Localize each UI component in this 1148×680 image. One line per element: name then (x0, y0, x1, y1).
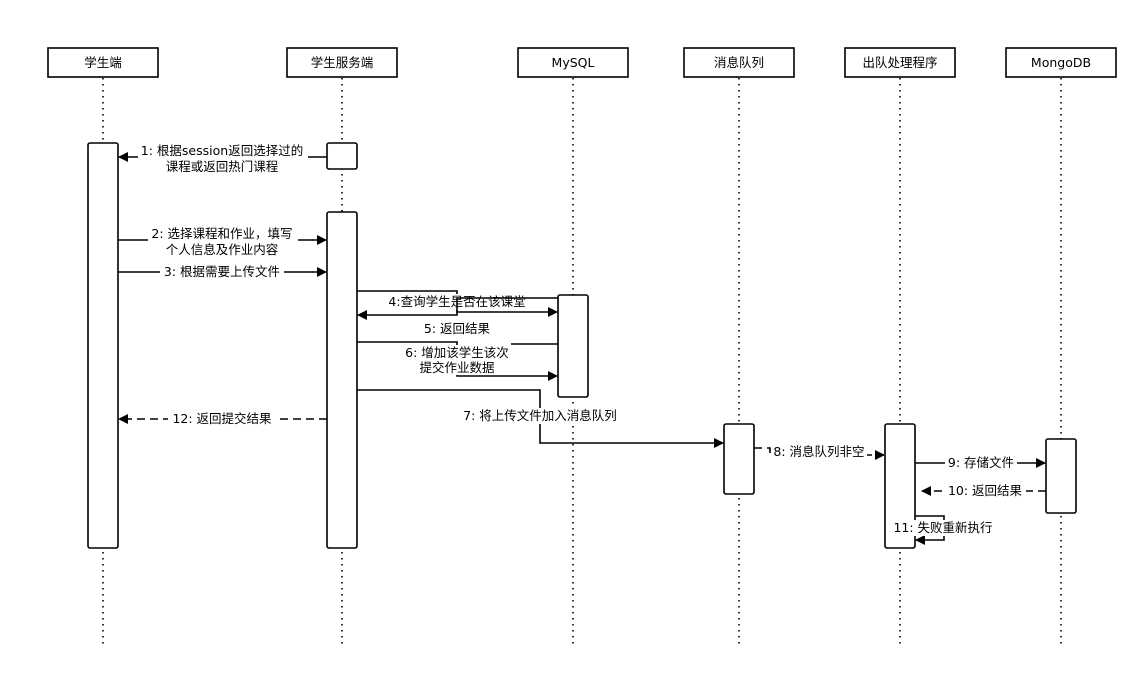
participant-label: MongoDB (1031, 55, 1091, 70)
message-9-label: 9: 存储文件 (948, 455, 1014, 470)
activation-student-service-1 (326, 142, 358, 170)
activation-student-client (87, 142, 119, 549)
message-7-label: 7: 将上传文件加入消息队列 (463, 408, 617, 423)
message-1-label-line2: 课程或返回热门课程 (166, 159, 279, 174)
message-6: 6: 增加该学生该次 提交作业数据 (357, 341, 558, 381)
message-5-label: 5: 返回结果 (424, 321, 491, 336)
participant-student-client: 学生端 (47, 47, 159, 78)
message-12: 12: 返回提交结果 (118, 411, 327, 427)
message-8: 8: 消息队列非空 (754, 444, 885, 460)
message-1: 1: 根据session返回选择过的 课程或返回热门课程 (118, 143, 327, 175)
message-3-label: 3: 根据需要上传文件 (164, 264, 280, 279)
activation-mongodb (1045, 438, 1077, 514)
message-12-label: 12: 返回提交结果 (172, 411, 272, 426)
message-6-label-line2: 提交作业数据 (419, 360, 494, 375)
participant-label: 学生端 (84, 55, 122, 70)
message-2: 2: 选择课程和作业，填写 个人信息及作业内容 (118, 226, 327, 258)
participant-student-service: 学生服务端 (286, 47, 398, 78)
participant-mongodb: MongoDB (1005, 47, 1117, 78)
message-9: 9: 存储文件 (915, 455, 1046, 471)
participant-dequeue-handler: 出队处理程序 (844, 47, 956, 78)
message-7: 7: 将上传文件加入消息队列 (357, 389, 724, 448)
message-5: 5: 返回结果 (357, 297, 558, 337)
message-1-label-line1: 1: 根据session返回选择过的 (141, 143, 303, 158)
participant-label: 出队处理程序 (862, 55, 937, 70)
message-2-label-line1: 2: 选择课程和作业，填写 (151, 226, 292, 241)
message-11: 11: 失败重新执行 (892, 515, 994, 545)
activation-mysql (557, 294, 589, 398)
participant-label: MySQL (552, 55, 595, 70)
message-11-label: 11: 失败重新执行 (893, 520, 992, 535)
participant-message-queue: 消息队列 (683, 47, 795, 78)
activation-message-queue (723, 423, 755, 495)
participant-mysql: MySQL (517, 47, 629, 78)
message-3: 3: 根据需要上传文件 (118, 264, 327, 280)
message-2-label-line2: 个人信息及作业内容 (166, 242, 279, 257)
activation-student-service-2 (326, 211, 358, 549)
participant-label: 消息队列 (714, 55, 764, 70)
message-10: 10: 返回结果 (921, 483, 1046, 499)
participant-label: 学生服务端 (311, 55, 374, 70)
activation-dequeue-handler (884, 423, 916, 549)
message-8-label: 8: 消息队列非空 (773, 444, 864, 459)
message-10-label: 10: 返回结果 (948, 483, 1023, 498)
message-6-label-line1: 6: 增加该学生该次 (405, 345, 509, 360)
message-5-arrow (357, 297, 558, 320)
